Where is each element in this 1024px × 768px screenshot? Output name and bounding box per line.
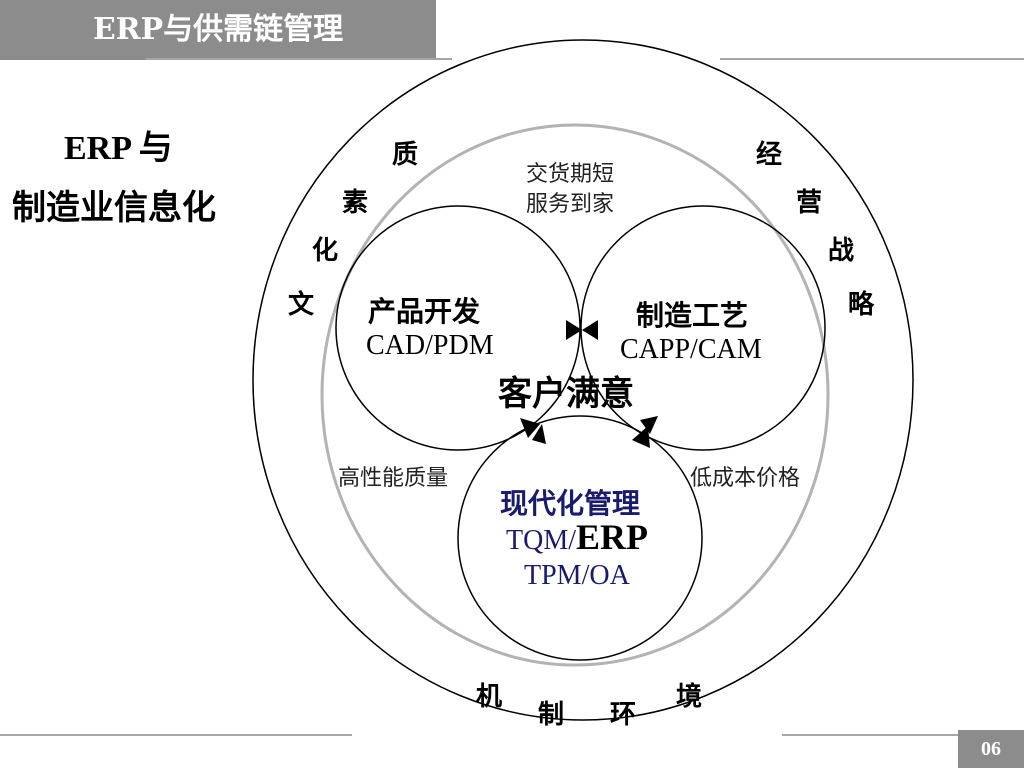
manufacturing-title: 制造工艺 (636, 299, 749, 332)
ring-char-hua: 化 (312, 236, 339, 266)
manufacturing-sub: CAPP/CAM (620, 334, 762, 365)
header-rule-right (720, 58, 1024, 60)
page-number-box (958, 730, 1024, 768)
arrow-right (632, 416, 658, 448)
left-title-line2: 制造业信息化 (12, 188, 216, 228)
page-number: 06 (981, 738, 1001, 760)
ring-char-zhi2: 制 (538, 700, 565, 730)
ring-char-su: 素 (342, 188, 369, 218)
center-customer-satisfaction: 客户满意 (498, 374, 634, 414)
management-tqm: TQM/ (506, 525, 576, 556)
left-title-line1: ERP 与 (64, 130, 173, 167)
product-circle (335, 205, 581, 451)
management-line2: TQM/ERP (506, 516, 648, 558)
footer-rule-right (782, 734, 958, 736)
inner-gray-circle (320, 123, 830, 667)
ring-char-wen: 文 (288, 290, 315, 320)
ring-char-lue: 略 (848, 290, 875, 320)
header-rule (146, 58, 452, 60)
ring-char-jing: 经 (756, 140, 783, 170)
arrow-top (566, 320, 598, 340)
footer-rule-left (0, 734, 352, 736)
management-circle (457, 415, 703, 661)
label-high-quality: 高性能质量 (338, 466, 449, 491)
header-bar (0, 0, 436, 60)
ring-char-zhan: 战 (828, 236, 855, 266)
label-service-home: 服务到家 (526, 192, 615, 217)
header-title: ERP与供需链管理 (92, 12, 344, 47)
label-delivery-short: 交货期短 (526, 162, 615, 187)
product-sub: CAD/PDM (366, 330, 494, 361)
management-erp: ERP (576, 517, 648, 557)
outer-circle (252, 39, 914, 721)
ring-char-ji: 机 (476, 682, 503, 712)
manufacturing-circle (580, 205, 826, 451)
product-title: 产品开发 (368, 295, 481, 328)
management-line3: TPM/OA (524, 560, 630, 591)
ring-char-ying: 营 (796, 188, 823, 218)
ring-char-jing2: 境 (676, 682, 703, 712)
management-title: 现代化管理 (500, 487, 641, 520)
label-low-cost: 低成本价格 (690, 466, 801, 491)
arrow-left (520, 418, 546, 444)
ring-char-huan: 环 (610, 700, 637, 730)
ring-char-zhi: 质 (392, 140, 419, 170)
